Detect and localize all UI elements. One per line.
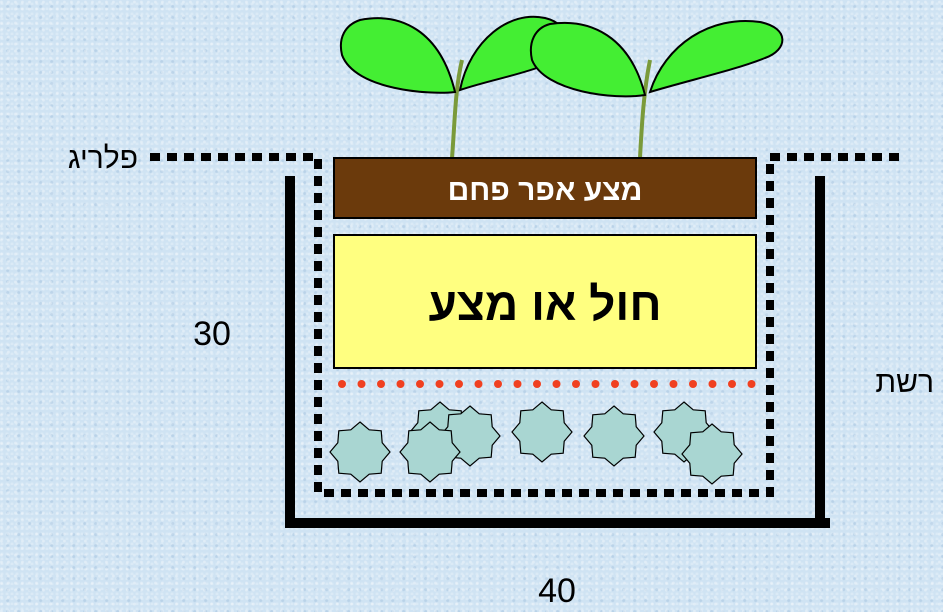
net-dot bbox=[747, 380, 756, 388]
net-dot bbox=[474, 380, 483, 388]
net-dots bbox=[338, 380, 756, 388]
middle-layer-box bbox=[333, 234, 757, 369]
net-dot bbox=[650, 380, 658, 388]
container-walls bbox=[285, 176, 830, 528]
net-dot bbox=[533, 380, 541, 388]
seedlings bbox=[340, 15, 784, 159]
net-dot bbox=[630, 380, 639, 388]
net-label: רשת bbox=[875, 366, 934, 399]
gravel-stone bbox=[681, 423, 743, 485]
leaf-icon bbox=[648, 20, 784, 94]
seedling-right bbox=[530, 20, 784, 159]
gravel-stone bbox=[399, 421, 461, 483]
leaf-icon bbox=[530, 21, 647, 98]
net-dot bbox=[708, 380, 717, 388]
net-dot bbox=[591, 380, 600, 388]
gravel-layer bbox=[329, 401, 743, 485]
gravel-stone bbox=[583, 405, 645, 467]
net-dot bbox=[611, 380, 619, 388]
seedling-left bbox=[340, 15, 567, 159]
top-layer-box bbox=[333, 157, 757, 219]
net-dot bbox=[416, 380, 424, 388]
fabric-line bbox=[150, 153, 905, 497]
net-dot bbox=[396, 380, 405, 388]
net-dot bbox=[572, 380, 580, 388]
net-dot bbox=[728, 380, 736, 388]
gravel-stone bbox=[511, 401, 573, 463]
net-dot bbox=[513, 380, 522, 388]
stem bbox=[450, 59, 464, 159]
net-dot bbox=[552, 380, 561, 388]
fabric-label: פלריג bbox=[68, 142, 138, 175]
net-dot bbox=[455, 380, 463, 388]
net-dot bbox=[689, 380, 697, 388]
middle-layer-label: חול או מצע bbox=[428, 278, 661, 330]
net-dot bbox=[357, 380, 366, 388]
height-label: 30 bbox=[193, 315, 231, 353]
net-dot bbox=[338, 380, 346, 388]
stem bbox=[638, 59, 652, 159]
net-dot bbox=[669, 380, 678, 388]
width-label: 40 bbox=[538, 572, 576, 610]
leaf-icon bbox=[340, 17, 457, 94]
net-dot bbox=[494, 380, 502, 388]
net-dot bbox=[377, 380, 385, 388]
top-layer-label: מצע אפר פחם bbox=[448, 174, 643, 207]
net-dot bbox=[435, 380, 444, 388]
gravel-stone bbox=[329, 421, 391, 483]
